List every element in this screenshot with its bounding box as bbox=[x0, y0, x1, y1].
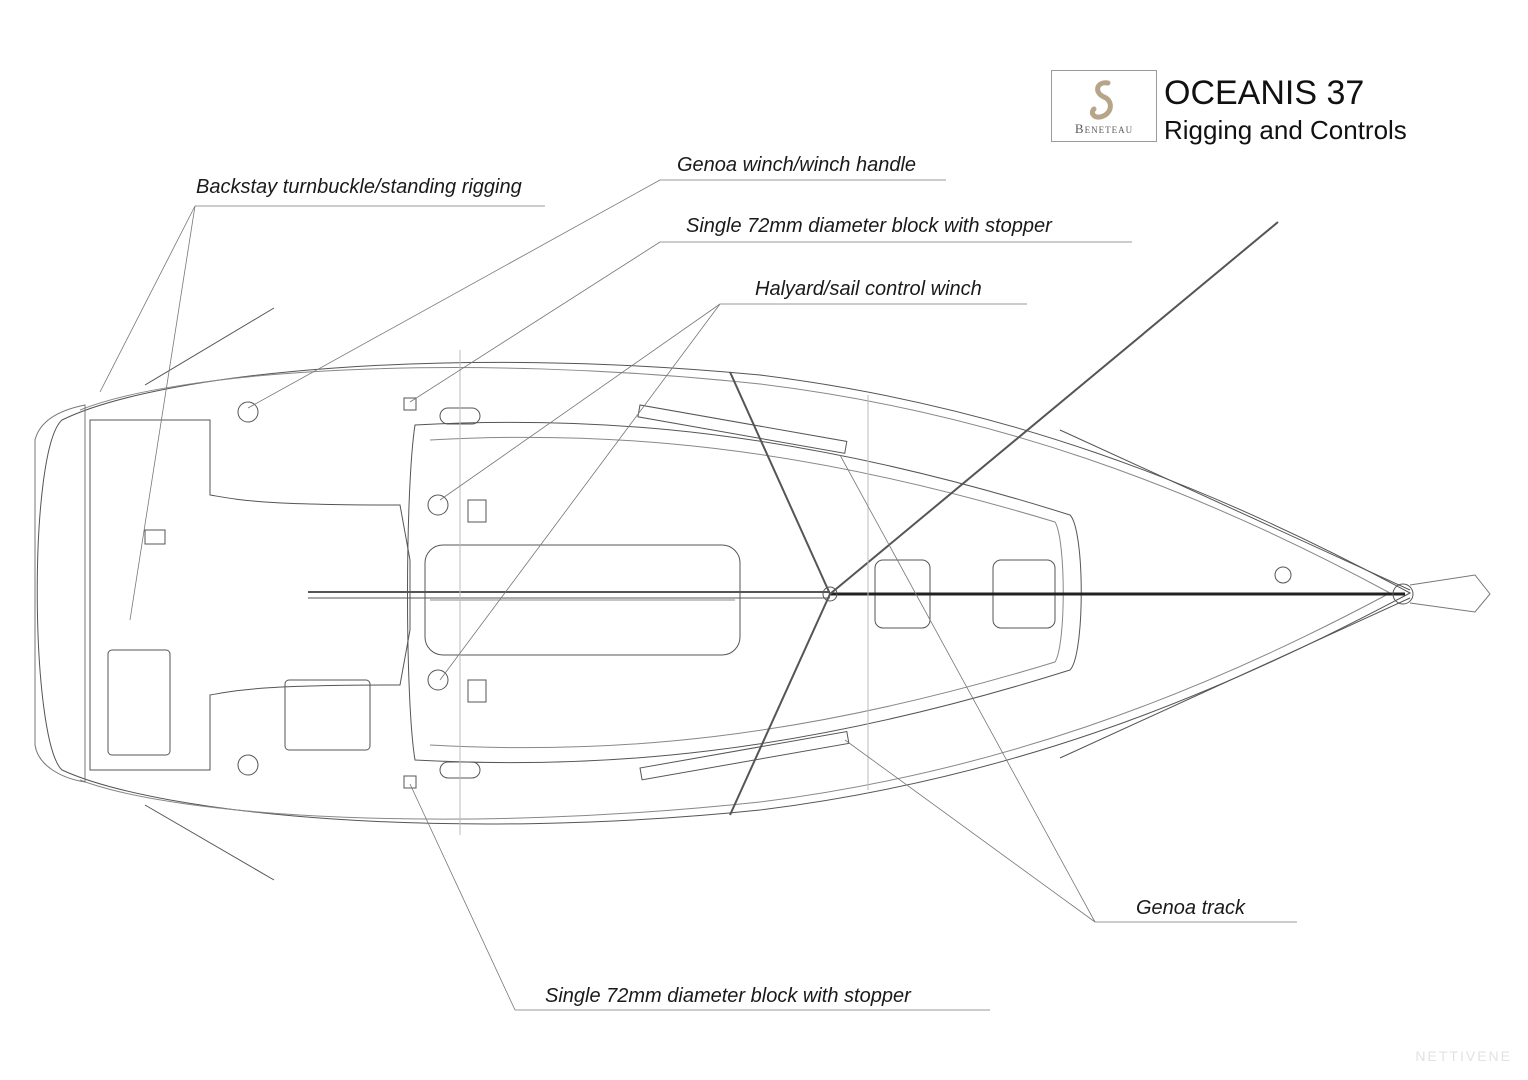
callout-genoa-winch: Genoa winch/winch handle bbox=[677, 154, 917, 176]
cockpit-seat-port bbox=[107, 649, 171, 756]
spreader-stbd bbox=[729, 593, 831, 816]
bow-pulpit-stbd bbox=[1059, 597, 1411, 759]
stopper-stbd bbox=[467, 679, 487, 703]
beneteau-logo: Beneteau bbox=[1051, 70, 1157, 142]
drawing-subtitle: Rigging and Controls bbox=[1164, 115, 1407, 145]
halyard-winch-port bbox=[427, 494, 449, 516]
block-top bbox=[403, 397, 417, 411]
transom bbox=[34, 404, 86, 783]
cockpit-outline bbox=[89, 419, 411, 771]
halyard-winch-stbd bbox=[427, 669, 449, 691]
backstay-port bbox=[144, 307, 275, 386]
spinnaker-pole bbox=[829, 221, 1279, 595]
callout-block-bottom: Single 72mm diameter block with stopper bbox=[545, 985, 911, 1007]
callout-backstay: Backstay turnbuckle/standing rigging bbox=[196, 176, 522, 198]
hull-outline bbox=[36, 361, 1412, 825]
callout-genoa-track: Genoa track bbox=[1136, 897, 1245, 919]
spreader-port bbox=[729, 371, 831, 595]
callout-halyard-winch: Halyard/sail control winch bbox=[755, 278, 982, 300]
backstay-stbd bbox=[144, 804, 275, 881]
deckhouse bbox=[407, 421, 1082, 764]
callout-block-top: Single 72mm diameter block with stopper bbox=[686, 215, 1052, 237]
deckhouse-inner bbox=[429, 436, 1064, 749]
bow-pulpit-port bbox=[1059, 429, 1411, 591]
leader-lines bbox=[99, 179, 1297, 1011]
cockpit-hatch bbox=[144, 529, 166, 545]
cockpit-seat-stbd bbox=[284, 679, 371, 751]
companionway bbox=[424, 544, 741, 656]
genoa-track-port bbox=[637, 404, 848, 454]
mast-step bbox=[822, 586, 838, 602]
model-title: OCEANIS 37 bbox=[1164, 74, 1365, 112]
bow-roller bbox=[1392, 583, 1414, 605]
stopper-port bbox=[467, 499, 487, 523]
watermark: NETTIVENE bbox=[1415, 1048, 1512, 1064]
genoa-winch-port bbox=[237, 401, 259, 423]
block-bottom bbox=[403, 775, 417, 789]
brand-name: Beneteau bbox=[1074, 121, 1134, 136]
seahorse-logo-icon bbox=[1089, 80, 1113, 120]
genoa-track-stbd bbox=[639, 730, 850, 781]
genoa-winch-stbd bbox=[237, 754, 259, 776]
